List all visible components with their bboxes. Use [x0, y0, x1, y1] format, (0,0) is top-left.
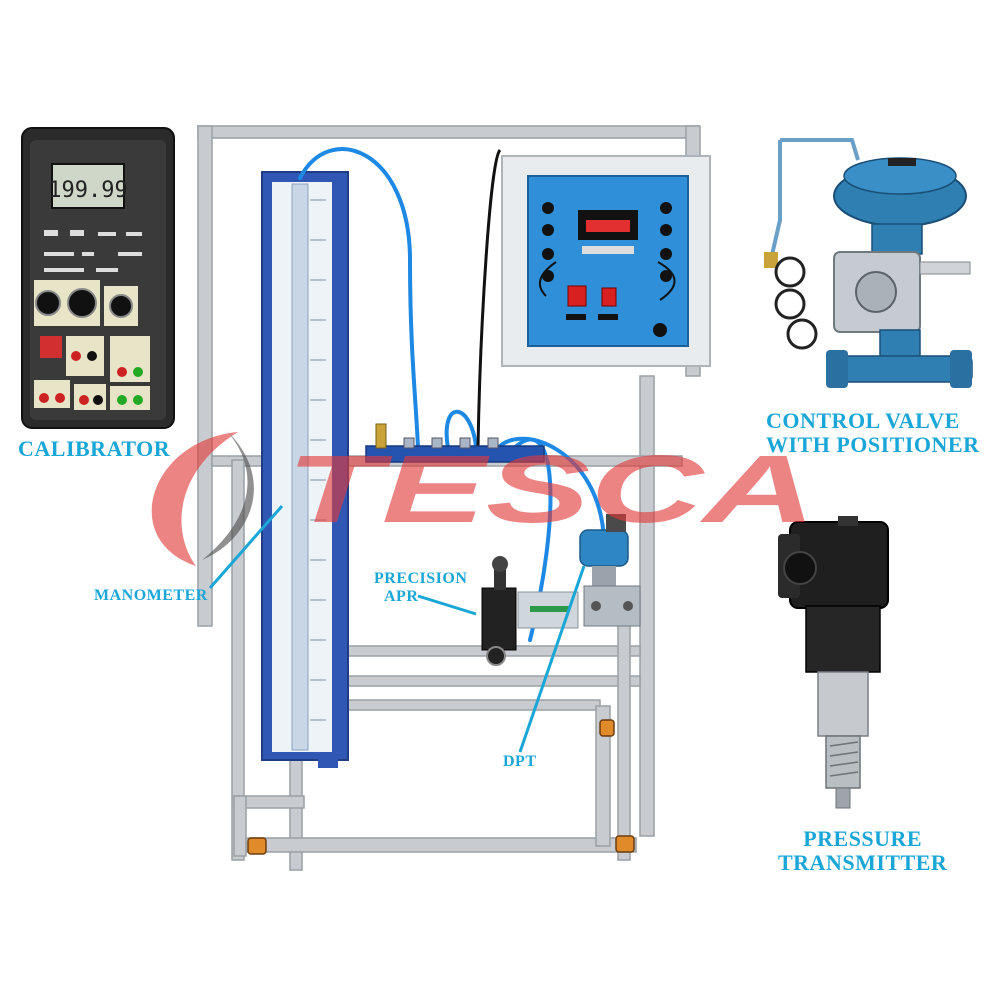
pneumatic-tubing [298, 147, 606, 642]
dpt-device [579, 514, 641, 627]
label-manometer: MANOMETER [94, 587, 208, 604]
test-rig-frame [197, 125, 701, 871]
label-control-valve-line1: CONTROL VALVE [766, 408, 960, 433]
label-calibrator: CALIBRATOR [18, 436, 171, 461]
tesca-logo-watermark: TESCA [151, 430, 816, 566]
calibrator-display: 199.99 [48, 178, 127, 203]
manifold [365, 423, 545, 463]
label-precision-line1: PRECISION [374, 570, 468, 587]
label-precision-apr: PRECISION APR [374, 570, 467, 605]
control-panel [501, 155, 711, 367]
dpt-leader [518, 565, 586, 753]
signal-cable [476, 148, 502, 449]
manometer-leader [208, 505, 284, 589]
svg-text:TESCA: TESCA [286, 436, 816, 543]
label-pressure-line2: TRANSMITTER [778, 850, 948, 876]
label-control-valve: CONTROL VALVE WITH POSITIONER [766, 408, 980, 458]
pressure-transmitter-device [778, 516, 889, 809]
leader-lines [208, 505, 586, 753]
manometer [261, 171, 349, 768]
label-control-valve-line2: WITH POSITIONER [766, 432, 980, 458]
apr-leader [417, 594, 477, 616]
calibrator-device: 199.99 [21, 127, 175, 429]
label-pressure-line1: PRESSURE [803, 826, 923, 851]
control-valve-device [764, 138, 973, 388]
label-precision-line2: APR [384, 587, 419, 605]
label-pressure-transmitter: PRESSURE TRANSMITTER [778, 826, 948, 876]
castor-wheels [247, 719, 635, 855]
calibrator-lcd [51, 163, 125, 209]
label-dpt: DPT [503, 753, 537, 770]
